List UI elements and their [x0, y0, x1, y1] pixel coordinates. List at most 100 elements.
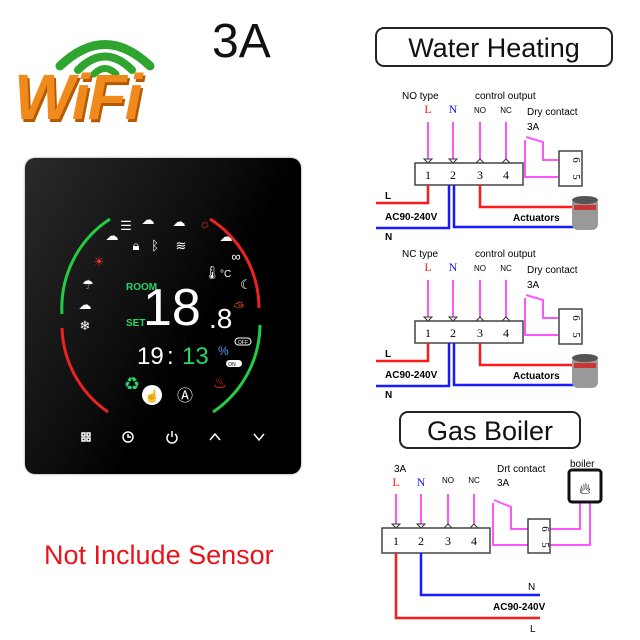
wifi-icon: ≋ — [176, 238, 187, 253]
actuators-label: Actuators — [513, 213, 560, 224]
live-label: L — [530, 624, 536, 635]
eco-leaf-icon: ♻ — [124, 374, 140, 394]
humidity-icon: % — [218, 344, 229, 358]
terminal-label-n: N — [449, 260, 458, 274]
supply-label: AC90-240V — [385, 370, 438, 381]
temperature-main: 18 — [143, 279, 201, 337]
supply-label: AC90-240V — [493, 602, 546, 613]
sun-icon: ☀ — [93, 254, 105, 269]
neutral-label: N — [385, 390, 392, 401]
fog-icon: ☰ — [120, 218, 132, 233]
heavy-rain-icon: ☁ — [79, 297, 92, 312]
ring-left-green — [60, 217, 111, 315]
relay-block — [558, 150, 583, 187]
on-label: ON — [228, 362, 236, 368]
boiler-icon: 🔥︎ — [567, 468, 603, 504]
actuators-label: Actuators — [513, 371, 560, 382]
terminal-label-nc: NC — [500, 106, 512, 115]
terminal-4: 4 — [471, 534, 477, 548]
terminal-1: 1 — [393, 534, 399, 548]
svg-text:🔥︎: 🔥︎ — [579, 481, 591, 498]
terminal-label-no: NO — [474, 264, 486, 273]
thermometer-icon: 🌡︎ — [204, 265, 221, 280]
relay-pin-6: 6 — [539, 526, 551, 532]
ring-left-red — [60, 327, 109, 414]
terminal-3: 3 — [477, 326, 483, 340]
bluetooth-icon: ᛒ — [151, 238, 159, 253]
lock-icon: 🔒︎ — [133, 238, 140, 253]
ring-right-red — [209, 217, 261, 309]
gas-rating: 3A — [394, 464, 407, 475]
unit-label: °C — [220, 269, 231, 280]
sunrise-icon: ☼ — [199, 216, 211, 231]
clock-icon[interactable] — [122, 431, 134, 443]
terminal-1: 1 — [425, 168, 431, 182]
live-label: L — [385, 191, 391, 202]
chevron-up-icon[interactable] — [209, 432, 221, 441]
water-heating-title-box — [375, 27, 613, 67]
terminal-label-l: L — [392, 475, 399, 489]
actuator-icon — [572, 196, 598, 230]
sensor-note: Not Include Sensor — [44, 540, 274, 570]
live-label: L — [385, 349, 391, 360]
menu-grid-icon[interactable] — [81, 432, 91, 442]
terminal-2: 2 — [418, 534, 424, 548]
dry-contact-rating: 3A — [527, 122, 540, 133]
partly-sunny-icon: ⛅︎ — [234, 299, 245, 314]
relay-block — [527, 518, 551, 554]
terminal-label-l: L — [424, 260, 431, 274]
terminal-label-no: NO — [442, 476, 454, 485]
time-minutes: 13 — [182, 343, 209, 370]
terminal-label-n: N — [417, 475, 426, 489]
wind-icon: ∞ — [231, 249, 240, 264]
no-type-diagram: NO type control output L N NO NC Dry con… — [376, 91, 598, 243]
terminal-2: 2 — [450, 326, 456, 340]
dry-contact-rating: 3A — [527, 280, 540, 291]
boiler-label: boiler — [570, 459, 595, 470]
dry-contact-label: Dry contact — [527, 107, 578, 118]
terminal-4: 4 — [503, 326, 509, 340]
terminal-label-l: L — [424, 102, 431, 116]
relay-pin-6: 6 — [570, 157, 582, 163]
relay-pin-5: 5 — [539, 542, 551, 548]
cloud-icon: ☁ — [106, 228, 119, 243]
terminal-3: 3 — [477, 168, 483, 182]
drizzle-icon: ☁ — [220, 229, 233, 244]
relay-pin-5: 5 — [570, 174, 582, 180]
terminal-2: 2 — [450, 168, 456, 182]
wifi-logo: WiFi — [14, 61, 142, 133]
off-toggle-icon — [234, 337, 252, 346]
time-separator: : — [167, 343, 174, 370]
room-label: ROOM — [126, 282, 157, 293]
night-icon: ☾ — [240, 277, 252, 292]
time-hours: 19 — [137, 343, 164, 370]
relay-pin-5: 5 — [570, 332, 582, 338]
rain-icon: ☂ — [82, 277, 94, 292]
off-label: OFF — [238, 340, 248, 346]
terminal-label-nc: NC — [468, 476, 480, 485]
dry-contact-label: Drt contact — [497, 464, 546, 475]
terminal-label-nc: NC — [500, 264, 512, 273]
power-icon[interactable] — [166, 431, 178, 444]
terminal-label-no: NO — [474, 106, 486, 115]
diagram-type: NC type — [402, 249, 439, 260]
current-rating: 3A — [212, 15, 271, 68]
control-output-label: control output — [475, 249, 536, 260]
terminal-label-n: N — [449, 102, 458, 116]
manual-mode-icon — [142, 385, 162, 405]
rain-cloud-icon: ☁ — [142, 212, 155, 227]
gas-boiler-diagram: 3A L N NO NC 1 2 3 4 6 5 Drt contact 3A … — [381, 459, 603, 635]
terminal-3: 3 — [445, 534, 451, 548]
thermostat-panel: ☰ ☁ ☁ ☀ ☂ ☁ ❄ 🔒︎ ᛒ ≋ ☁ ☼ ☁ ∞ ☾ ⛅︎ 🌡︎ ROO… — [25, 158, 301, 474]
diagram-type: NO type — [402, 91, 439, 102]
thermostat-display: ☰ ☁ ☁ ☀ ☂ ☁ ❄ 🔒︎ ᛒ ≋ ☁ ☼ ☁ ∞ ☾ ⛅︎ 🌡︎ ROO… — [60, 212, 265, 444]
temperature-decimal: .8 — [209, 303, 232, 334]
svg-text:☝: ☝ — [145, 388, 160, 403]
relay-pin-6: 6 — [570, 315, 582, 321]
floor-heating-icon: ♨ — [213, 375, 227, 392]
ring-right-green — [212, 324, 262, 414]
gas-boiler-title-box — [399, 411, 581, 449]
water-heating-title: Water Heating — [408, 33, 580, 63]
relay-block — [558, 308, 583, 345]
chevron-down-icon[interactable] — [253, 433, 265, 442]
